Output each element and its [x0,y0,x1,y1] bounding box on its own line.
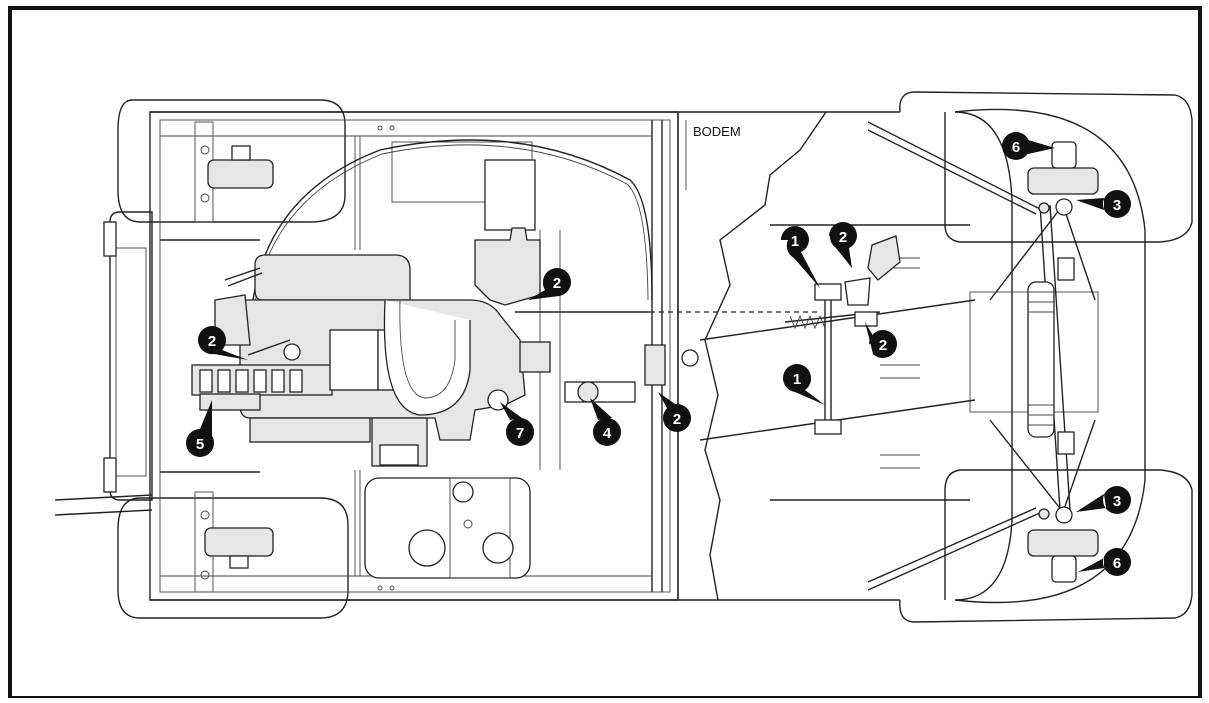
throttle-cable [249,139,653,341]
air-cleaner [474,159,541,306]
callout-2b: 2 [528,268,572,300]
callout-3b: 3 [1076,486,1131,514]
callout-2e: 2 [658,392,691,432]
callout-5: 5 [186,400,214,457]
callout-6a: 6 [1002,132,1055,160]
callout-1b: 1 [782,364,825,405]
callout-2d: 2 [865,322,897,359]
callout-6b: 6 [1078,548,1131,576]
brake-pedal-assembly [784,235,901,435]
svg-text:4: 4 [603,425,612,442]
svg-text:3: 3 [1113,493,1121,510]
floor-boundary [685,111,827,601]
rear-bumper [54,211,153,516]
svg-text:6: 6 [1012,139,1020,156]
callout-1a: 1 [781,226,820,288]
steering-rack [1027,257,1075,455]
callout-4: 4 [590,398,621,446]
svg-text:2: 2 [673,411,681,428]
svg-text:3: 3 [1113,197,1121,214]
fuel-tank [364,477,531,579]
svg-text:2: 2 [208,333,216,350]
rear-left-hub [200,145,274,203]
rear-right-hub [200,510,274,580]
floor-label: BODEM [693,124,741,139]
callout-2a: 2 [829,222,857,268]
svg-text:5: 5 [196,436,204,453]
svg-text:2: 2 [879,337,887,354]
callout-3a: 3 [1076,190,1131,218]
rear-right-wheel [117,497,349,619]
svg-text:2: 2 [839,229,847,246]
rear-left-wheel [117,99,346,223]
svg-text:2: 2 [553,275,561,292]
brake-equalizer [515,311,820,403]
svg-text:1: 1 [793,371,801,388]
front-left-hub [1027,529,1099,583]
svg-text:1: 1 [791,233,799,250]
front-right-hub [1027,141,1099,195]
callout-7: 7 [500,402,534,446]
callout-2c: 2 [197,326,248,360]
engine [191,254,551,467]
svg-text:7: 7 [516,425,524,442]
svg-text:6: 6 [1113,555,1121,572]
